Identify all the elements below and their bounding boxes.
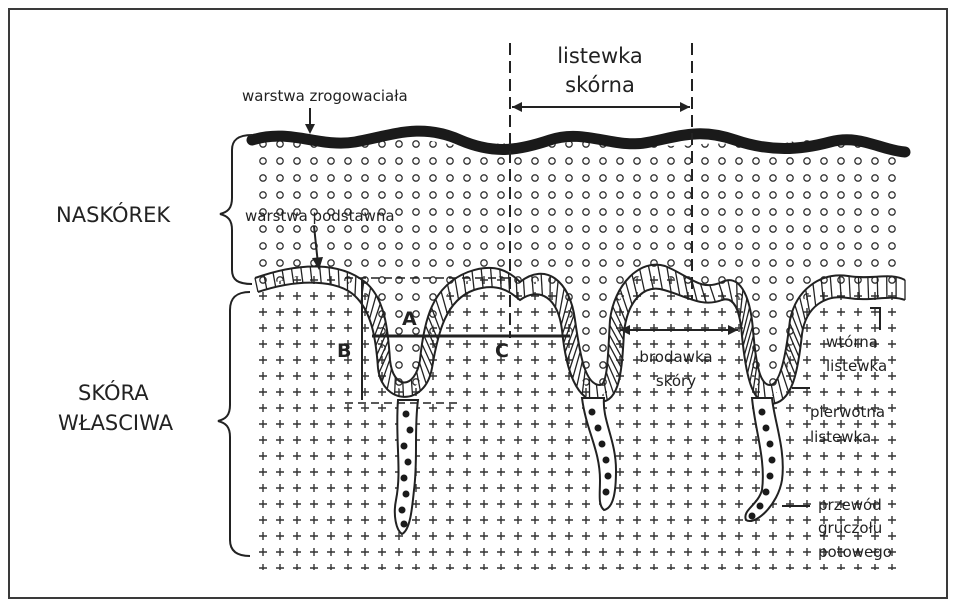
label-c: C xyxy=(495,340,509,362)
warstwa-podstawna-label: warstwa podstawna xyxy=(245,207,395,225)
label-b: B xyxy=(337,340,351,362)
listewka-skorna-label-2: skórna xyxy=(565,73,635,97)
wtorna-listewka-label-2: listewka xyxy=(826,357,887,375)
listewka-skorna-label-1: listewka xyxy=(557,44,643,68)
naskorek-label: NASKÓREK xyxy=(56,202,171,227)
wtorna-listewka-label-1: wtórna xyxy=(826,333,878,351)
pierwotna-listewka-label-2: listewka xyxy=(810,428,871,446)
brodawka-skory-label-2: skóry xyxy=(656,372,696,390)
skora-wlasciwa-label-2: WŁASCIWA xyxy=(58,411,174,435)
przewod-gruczolu-label-2: gruczołu xyxy=(818,519,882,537)
pierwotna-listewka-label-1: pierwotna xyxy=(810,403,885,421)
skora-wlasciwa-label-1: SKÓRA xyxy=(78,380,149,405)
przewod-gruczolu-label-1: przewód xyxy=(818,496,882,514)
warstwa-zrogowaciala-label: warstwa zrogowaciała xyxy=(242,87,408,105)
przewod-gruczolu-label-3: potowego xyxy=(818,543,892,561)
brodawka-skory-label-1: brodawka xyxy=(639,348,712,366)
label-a: A xyxy=(402,308,417,330)
